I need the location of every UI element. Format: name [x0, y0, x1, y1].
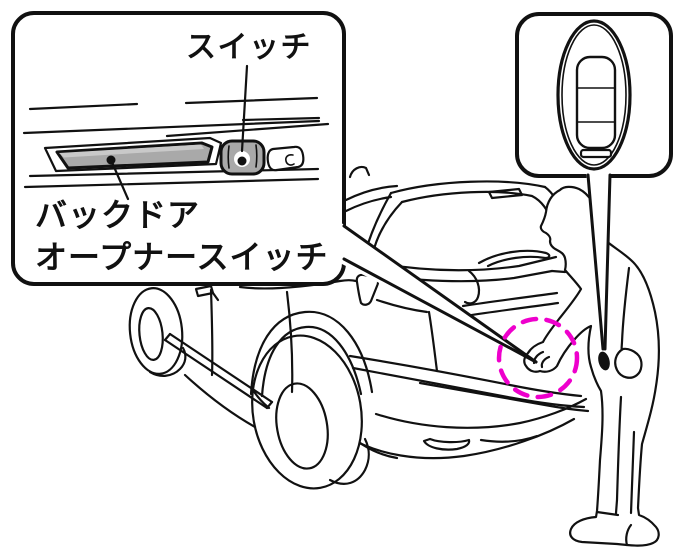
opener-switch-bevel [59, 144, 204, 158]
far-hand [614, 347, 643, 379]
tailgate-handle-icon [487, 187, 524, 200]
label-back-door-line2: オープナースイッチ [35, 239, 328, 275]
garnish-crease-lines [22, 96, 330, 189]
key-button-panel [575, 55, 617, 150]
person-illustration [523, 185, 660, 547]
door-seam [285, 290, 294, 394]
leader-dot [237, 156, 247, 166]
rear-sill-lines [348, 354, 590, 413]
leader-line-switch [240, 64, 249, 153]
antenna-fin-icon [348, 165, 371, 179]
car-roof-lines [344, 165, 399, 213]
callout-box-smart-key [515, 12, 673, 178]
label-back-door-line1: バックドア [35, 197, 200, 233]
key-in-pocket-icon [598, 351, 610, 371]
callout-tail-key [586, 172, 612, 371]
rear-fender-arch [249, 310, 374, 396]
cargo-opening [427, 269, 560, 373]
quarter-window [355, 273, 380, 306]
person-body [523, 185, 660, 547]
rear-wiper-icon [477, 249, 551, 268]
leader-line-opener [109, 158, 130, 201]
key-slot [579, 148, 613, 159]
leader-dot [106, 155, 116, 165]
switch-recess-outline [43, 136, 223, 173]
side-body-lines [163, 284, 294, 429]
label-switch: スイッチ [186, 31, 312, 64]
side-step [163, 338, 269, 410]
door-seam [209, 288, 214, 377]
wheels-and-fenders [128, 287, 374, 490]
callout-box-opener-switch: スイッチ バックドア オープナースイッチ [11, 11, 346, 286]
rear-bumper [344, 397, 588, 460]
dashed-highlight-circle [496, 316, 580, 400]
smart-key-icon [556, 19, 632, 171]
vehicle-illustration [128, 165, 590, 490]
